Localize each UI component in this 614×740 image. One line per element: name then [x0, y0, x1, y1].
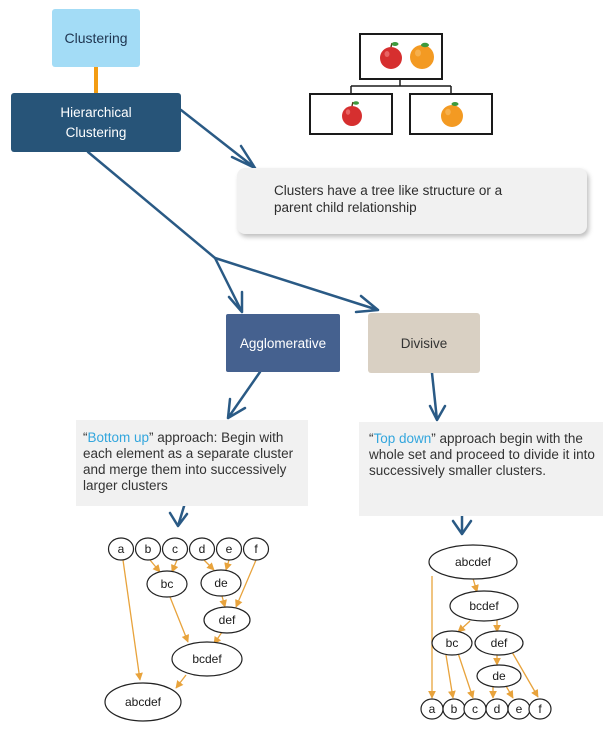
svg-text:f: f: [254, 542, 258, 556]
merge-node: abcdef: [104, 682, 182, 722]
split-node: de: [476, 664, 522, 688]
apple-icon: [380, 42, 402, 69]
fruit-child-apple: [342, 101, 362, 126]
leaf-node: c: [463, 698, 487, 720]
fruit-root-icons: [380, 42, 434, 69]
tree-description-line2: parent child relationship: [274, 200, 417, 215]
svg-text:c: c: [472, 702, 478, 716]
leaf-node: a: [107, 537, 135, 561]
svg-text:bcdef: bcdef: [469, 599, 499, 613]
arrow-to-description: [179, 108, 257, 170]
split-node: def: [474, 630, 524, 656]
arrow-to-agglomerative: [86, 150, 244, 314]
svg-text:b: b: [145, 542, 152, 556]
svg-text:bcdef: bcdef: [192, 652, 222, 666]
arrow-to-divisive: [213, 256, 380, 314]
arrow-to-top-down-note: [428, 371, 447, 422]
leaf-node: f: [528, 698, 552, 720]
svg-text:d: d: [494, 702, 501, 716]
bottom-up-tree: a b c d e f bc de def bcdef abcdef: [104, 537, 270, 722]
svg-text:b: b: [451, 702, 458, 716]
orange-icon: [410, 42, 434, 69]
svg-text:c: c: [172, 542, 178, 556]
top-down-tree: abcdef bcdef bc def de a b c d e f: [420, 544, 552, 720]
fruit-child-box-orange: [409, 93, 493, 135]
root-node: abcdef: [428, 544, 518, 580]
split-node: bc: [431, 630, 473, 656]
leaf-node: d: [188, 537, 216, 561]
top-down-text: ” approach begin with the whole set and …: [369, 431, 595, 478]
merge-node: de: [200, 569, 242, 597]
hierarchical-clustering-node: Hierarchical Clustering: [11, 93, 181, 152]
svg-text:def: def: [491, 636, 508, 650]
clustering-node: Clustering: [52, 9, 140, 67]
clustering-label: Clustering: [64, 30, 128, 46]
orange-icon: [441, 102, 463, 127]
divisive-node: Divisive: [368, 313, 480, 373]
svg-text:de: de: [492, 669, 506, 683]
svg-text:def: def: [219, 613, 236, 627]
svg-text:a: a: [118, 542, 125, 556]
svg-text:abcdef: abcdef: [455, 555, 492, 569]
leaf-node: c: [161, 537, 189, 561]
leaf-node: e: [507, 698, 531, 720]
fruit-child-box-apple: [309, 93, 393, 135]
svg-text:e: e: [516, 702, 523, 716]
arrow-to-bottom-up-note: [226, 370, 262, 420]
svg-text:abcdef: abcdef: [125, 695, 162, 709]
leaf-node: b: [442, 698, 466, 720]
open-quote: “: [369, 431, 374, 446]
merge-node: bc: [146, 570, 188, 598]
bottom-up-highlight: Bottom up: [87, 430, 150, 445]
agglomerative-label: Agglomerative: [239, 335, 327, 351]
svg-text:bc: bc: [161, 577, 174, 591]
svg-text:a: a: [429, 702, 436, 716]
svg-text:de: de: [214, 576, 228, 590]
hierarchical-label-line2: Clustering: [65, 124, 127, 140]
bottom-up-note: “Bottom up” approach: Begin with each el…: [76, 420, 308, 506]
top-down-highlight: Top down: [373, 431, 432, 446]
bottom-up-edges: [122, 559, 257, 689]
apple-icon: [342, 101, 362, 126]
fruit-root-box: [359, 33, 443, 80]
leaf-node: b: [134, 537, 162, 561]
arrow-to-bottom-up-tree: [168, 501, 189, 528]
svg-text:f: f: [538, 702, 542, 716]
svg-text:e: e: [226, 542, 233, 556]
open-quote: “: [83, 430, 88, 445]
divisive-label: Divisive: [400, 335, 448, 351]
top-down-note: “Top down” approach begin with the whole…: [359, 422, 603, 516]
tree-description-box: Clusters have a tree like structure or a…: [237, 168, 587, 234]
tree-description-line1: Clusters have a tree like structure or a: [274, 183, 503, 198]
merge-node: bcdef: [171, 641, 243, 677]
bottom-up-text: ” approach: Begin with each element as a…: [83, 430, 294, 493]
merge-node: def: [203, 606, 251, 634]
leaf-node: a: [420, 698, 444, 720]
svg-text:bc: bc: [446, 636, 459, 650]
agglomerative-node: Agglomerative: [226, 314, 340, 372]
split-node: bcdef: [449, 590, 519, 622]
leaf-node: f: [242, 537, 270, 561]
hierarchical-label-line1: Hierarchical: [60, 104, 132, 120]
fruit-tree-links: [350, 79, 452, 94]
svg-text:d: d: [199, 542, 206, 556]
leaf-node: d: [485, 698, 509, 720]
leaf-node: e: [215, 537, 243, 561]
fruit-child-orange: [441, 102, 463, 127]
